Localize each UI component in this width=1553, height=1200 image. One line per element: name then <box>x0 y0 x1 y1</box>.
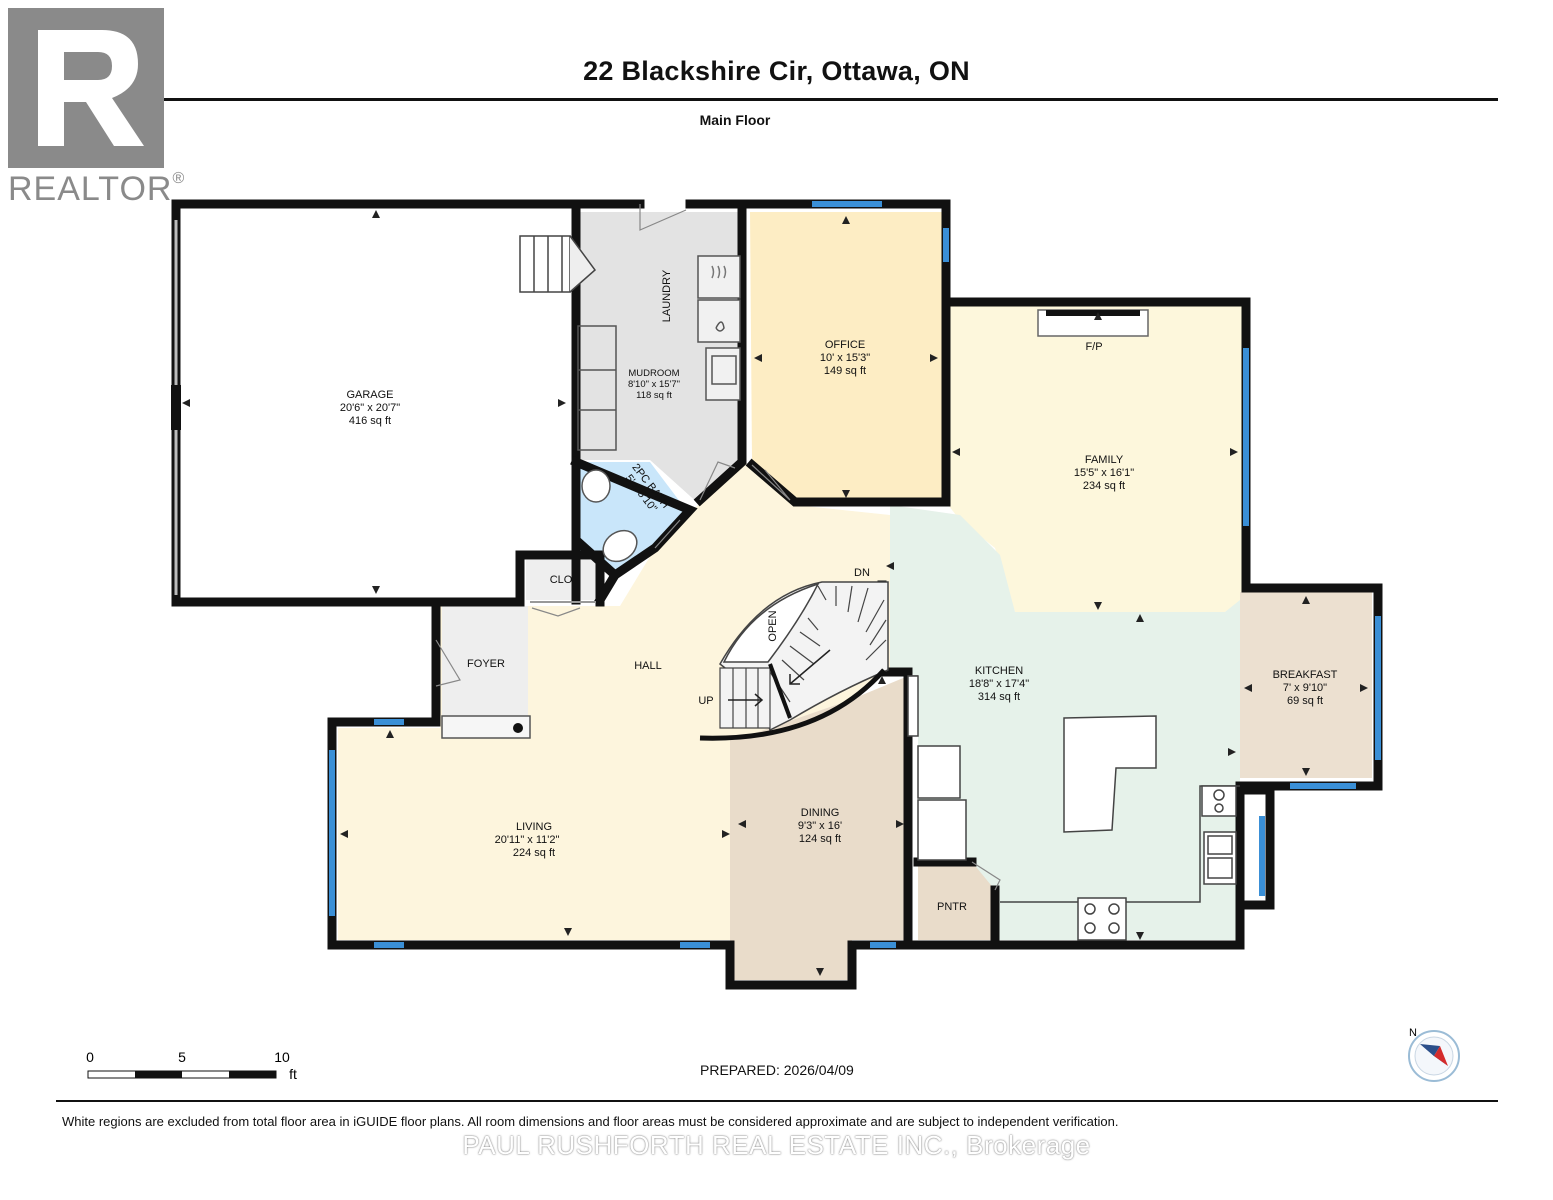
living-dims: 20'11" x 11'2" <box>495 834 560 846</box>
hall-area <box>338 462 890 940</box>
dining-area-label: 124 sq ft <box>799 833 841 845</box>
breakfast-area-label: 69 sq ft <box>1287 695 1323 707</box>
garage-area-label: 416 sq ft <box>349 415 391 427</box>
disclaimer-text: White regions are excluded from total fl… <box>62 1114 1119 1129</box>
door-swings <box>435 204 1001 891</box>
staircase <box>699 581 889 741</box>
down-label: DN <box>854 567 870 579</box>
kitchen-dims: 18'8" x 17'4" <box>969 678 1029 690</box>
footer-divider <box>56 1100 1498 1102</box>
breakfast-area <box>1240 592 1372 778</box>
kitchen-area-label: 314 sq ft <box>978 691 1020 703</box>
mudroom-area-label: 118 sq ft <box>636 390 672 401</box>
mudroom-dims: 8'10" x 15'7" <box>628 379 680 390</box>
kitchen-fixtures <box>907 675 1240 941</box>
breakfast-name: BREAKFAST <box>1273 669 1338 681</box>
garage-door-post <box>171 385 181 430</box>
family-dims: 15'5" x 16'1" <box>1074 467 1134 479</box>
kitchen-name: KITCHEN <box>975 665 1023 677</box>
scale-tick-5: 5 <box>178 1049 186 1065</box>
page-title: 22 Blackshire Cir, Ottawa, ON <box>583 56 970 86</box>
foyer-area <box>442 606 528 726</box>
header-divider <box>56 98 1498 101</box>
mudroom-name: MUDROOM <box>628 368 679 379</box>
living-name: LIVING <box>516 821 552 833</box>
scale-unit: ft <box>289 1066 297 1082</box>
family-area <box>948 306 1242 612</box>
scale-tick-0: 0 <box>86 1049 94 1065</box>
realtor-wordmark-text: REALTOR <box>8 170 173 208</box>
mudroom-cabinets <box>577 255 741 451</box>
dining-area <box>730 676 908 980</box>
registered-mark: ® <box>172 170 186 187</box>
realtor-logo <box>8 8 164 168</box>
windows <box>329 201 1381 948</box>
fireplace-hearth <box>1046 310 1140 316</box>
closet-label: CLO <box>550 574 573 586</box>
family-name: FAMILY <box>1085 454 1124 466</box>
compass-north-label: N <box>1409 1027 1417 1039</box>
living-area-label: 224 sq ft <box>513 847 555 859</box>
brokerage-watermark: PAUL RUSHFORTH REAL ESTATE INC., Brokera… <box>462 1130 1091 1160</box>
office-dims: 10' x 15'3" <box>820 352 870 364</box>
fireplace-label: F/P <box>1085 341 1102 353</box>
compass-icon: N <box>1408 1027 1460 1082</box>
dimension-arrows <box>182 210 1368 976</box>
family-area-label: 234 sq ft <box>1083 480 1125 492</box>
pantry-label: PNTR <box>937 901 967 913</box>
hall-label: HALL <box>634 660 662 672</box>
foyer-post <box>513 723 523 733</box>
foyer-label: FOYER <box>467 658 505 670</box>
office-area <box>750 212 942 500</box>
scale-bar: 0 5 10 ft <box>86 1049 297 1082</box>
scale-tick-10: 10 <box>274 1049 290 1065</box>
realtor-wordmark: REALTOR® <box>8 170 185 209</box>
foyer-bench <box>441 715 531 739</box>
dining-dims: 9'3" x 16' <box>798 820 842 832</box>
open-label: OPEN <box>767 610 779 641</box>
garage-dims: 20'6" x 20'7" <box>340 402 400 414</box>
office-name: OFFICE <box>825 339 865 351</box>
dining-name: DINING <box>801 807 840 819</box>
breakfast-dims: 7' x 9'10" <box>1283 682 1327 694</box>
floor-name: Main Floor <box>699 112 771 128</box>
garage-area <box>180 208 570 598</box>
up-label: UP <box>698 695 713 707</box>
garage-name: GARAGE <box>346 389 393 401</box>
laundry-label: LAUNDRY <box>661 269 673 322</box>
prepared-date: PREPARED: 2026/04/09 <box>700 1062 854 1078</box>
office-area-label: 149 sq ft <box>824 365 866 377</box>
pantry-area <box>918 862 995 940</box>
garage-steps <box>519 235 597 293</box>
bath-fixtures <box>581 469 638 563</box>
